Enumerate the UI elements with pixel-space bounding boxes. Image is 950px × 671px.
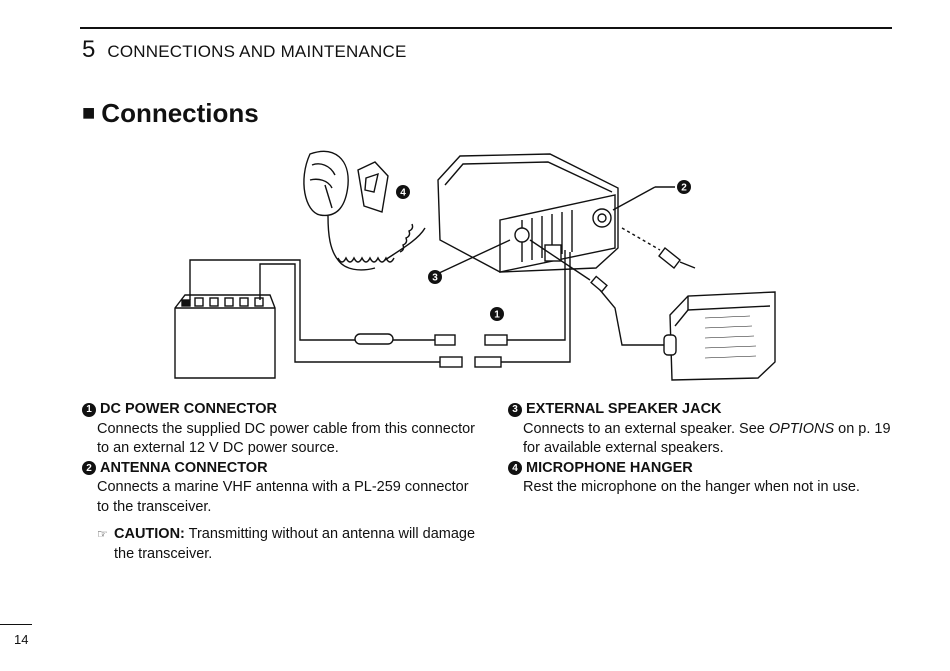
pointing-hand-icon: ☞ [97,527,108,541]
chapter-number: 5 [82,36,96,63]
microphone-hanger-item: 4 MICROPHONE HANGER Rest the microphone … [508,459,908,498]
chapter-title: CONNECTIONS AND MAINTENANCE [107,42,407,61]
dc-title: DC POWER CONNECTOR [100,401,277,417]
speaker-jack-item: 3 EXTERNAL SPEAKER JACK Connects to an e… [508,400,908,459]
header-rule [80,27,892,29]
speaker-number-marker: 3 [508,402,522,417]
dc-body-1: Connects the supplied DC power cable fro… [97,420,475,437]
page-number: 14 [14,632,29,647]
section-title: Connections [101,98,259,128]
speaker-body-2: for available external speakers. [523,440,724,456]
caution-text-1: Transmitting without an antenna will dam… [184,526,476,542]
power-cable-icon [189,250,571,368]
hanger-number-marker: 4 [508,461,522,476]
antenna-number-marker: 2 [82,461,96,476]
battery-icon [174,294,276,379]
callout-4: 4 [400,188,406,199]
speaker-body-1: Connects to an external speaker. See OPT… [523,420,891,437]
caution-text-2: the transceiver. [114,545,213,562]
caution-note: ☞ CAUTION: Transmitting without an anten… [82,525,482,564]
dc-body-2: to an external 12 V DC power source. [97,440,339,456]
antenna-body-1: Connects a marine VHF antenna with a PL-… [97,479,469,495]
antenna-title: ANTENNA CONNECTOR [100,459,268,476]
callout-2: 2 [681,183,687,194]
hanger-body-1: Rest the microphone on the hanger when n… [523,479,860,495]
antenna-connector-item: 2 ANTENNA CONNECTOR Connects a marine VH… [82,459,482,518]
callout-1: 1 [494,310,500,321]
caution-label: CAUTION: [114,526,185,542]
dc-connector-item: 1 DC POWER CONNECTOR Connects the suppli… [82,400,482,459]
options-reference: OPTIONS [768,420,835,437]
antenna-body-2: to the transceiver. [97,498,212,515]
dc-number-marker: 1 [82,402,96,417]
section-heading: ■ Connections [82,98,259,129]
left-column: 1 DC POWER CONNECTOR Connects the suppli… [82,400,482,564]
transceiver-icon [437,153,619,273]
callout-3: 3 [432,273,438,284]
hanger-title: MICROPHONE HANGER [526,459,693,476]
chapter-header: 5 CONNECTIONS AND MAINTENANCE [82,36,407,64]
section-marker: ■ [82,99,96,125]
hanger-icon [357,161,389,213]
callout-markers: 4 2 3 1 [396,180,691,321]
microphone-icon [303,150,426,271]
connection-diagram: 4 2 3 1 [174,150,776,381]
right-column: 3 EXTERNAL SPEAKER JACK Connects to an e… [508,400,908,498]
external-speaker-icon [529,239,776,381]
antenna-plug-icon [621,227,696,269]
footer-rule [0,624,32,625]
speaker-title: EXTERNAL SPEAKER JACK [526,401,722,417]
